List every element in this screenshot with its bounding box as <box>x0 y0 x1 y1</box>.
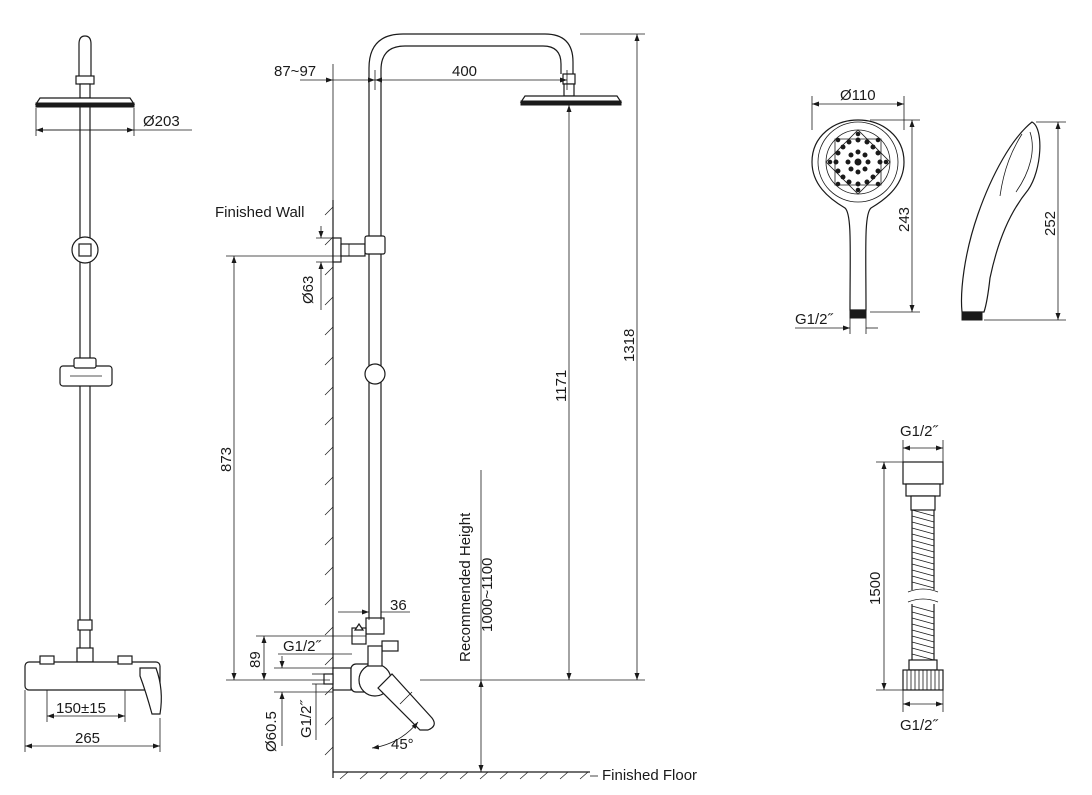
hose-thread-bottom-label: G1/2˝ <box>900 717 939 734</box>
hose <box>876 440 944 712</box>
side-view <box>323 33 623 780</box>
height-873-label: 873 <box>218 447 235 472</box>
inlet-left-label: G1/2˝ <box>283 638 322 655</box>
recommended-height-value: 1000~1100 <box>479 558 496 632</box>
height-1171-label: 1171 <box>553 370 570 402</box>
hand-thread-label: G1/2˝ <box>795 311 834 328</box>
finished-wall-label: Finished Wall <box>215 204 304 221</box>
arm-length-label: 400 <box>452 63 477 80</box>
mixer-width-label: 265 <box>75 730 100 747</box>
spray-pattern <box>825 129 891 195</box>
hose-length-label: 1500 <box>867 572 884 605</box>
head-diameter-label: Ø203 <box>143 113 180 130</box>
hand-shower-front <box>795 96 920 334</box>
mixer-centers-label: 150±15 <box>56 700 106 717</box>
front-view <box>24 35 192 752</box>
hose-coils-lower <box>911 604 935 661</box>
inlet-lower-label: G1/2˝ <box>298 699 315 738</box>
hand-side-length-label: 252 <box>1042 211 1059 236</box>
height-1318-label: 1318 <box>621 329 638 362</box>
side-dimensions <box>226 33 645 772</box>
hand-diameter-label: Ø110 <box>840 87 876 104</box>
hose-thread-top-label: G1/2˝ <box>900 423 939 440</box>
spout-offset-label: 36 <box>390 597 407 614</box>
wall-gap-label: 87~97 <box>274 63 316 80</box>
spout-angle-label: 45° <box>391 736 414 753</box>
hose-coils-upper <box>911 509 935 590</box>
hand-shower-side <box>960 121 1066 321</box>
recommended-height-title: Recommended Height <box>457 512 474 662</box>
finished-floor-label: Finished Floor <box>602 767 697 784</box>
wall-hatch <box>324 206 334 756</box>
height-89-label: 89 <box>247 651 264 668</box>
floor-hatch <box>339 771 589 780</box>
flange-diameter-label: Ø63 <box>300 276 317 304</box>
escutcheon-diameter-label: Ø60.5 <box>263 711 280 752</box>
hand-length-label: 243 <box>896 207 913 232</box>
